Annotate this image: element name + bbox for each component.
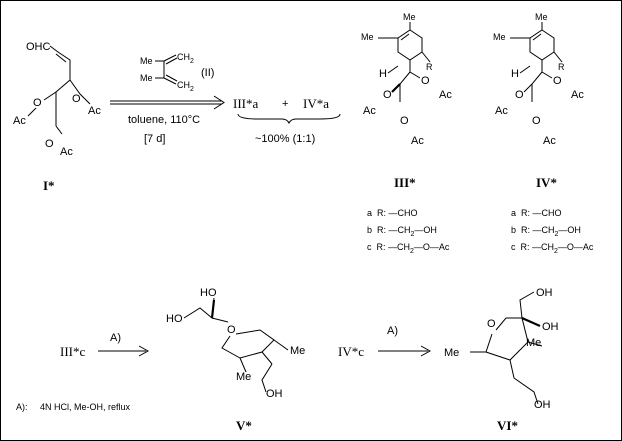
reaction-6-start: IV*c bbox=[338, 344, 364, 359]
c6-me-left: Me bbox=[444, 347, 459, 359]
compound-4-label: IV* bbox=[536, 175, 557, 190]
chain-bonds-2 bbox=[55, 79, 71, 126]
reaction-arrow-1 bbox=[110, 95, 225, 110]
c3-h: H bbox=[379, 68, 387, 80]
o-left: O bbox=[33, 97, 42, 109]
product-plus: + bbox=[282, 98, 288, 110]
c6-oh-top: OH bbox=[536, 287, 553, 299]
c5-me-bottom: Me bbox=[236, 371, 251, 383]
c4-r: R bbox=[558, 62, 565, 72]
double-bond-top bbox=[165, 57, 178, 65]
chain-bonds-1 bbox=[49, 45, 71, 80]
compound-4-structure: Me Me R H O Ac O Ac O Ac bbox=[493, 12, 584, 147]
c5-oh-bottom: OH bbox=[266, 388, 283, 400]
reagent-label: (II) bbox=[201, 67, 214, 79]
compound-6-label: VI* bbox=[497, 418, 518, 433]
reaction-5-start: III*c bbox=[60, 344, 85, 359]
c6-o-bridge: O bbox=[487, 318, 496, 330]
c3-r: R bbox=[426, 62, 433, 72]
svg-text:cR: —CH2—O—Ac: cR: —CH2—O—Ac bbox=[511, 242, 594, 255]
reagent-structure: Me Me CH2 CH2 (II) bbox=[140, 52, 214, 93]
c3-ac3: Ac bbox=[411, 135, 424, 147]
product-a2: IV*a bbox=[303, 96, 329, 111]
c5-o-bridge: O bbox=[227, 324, 236, 336]
reaction-arrow-6 bbox=[378, 345, 432, 357]
oac-bond-right bbox=[69, 79, 91, 105]
c3-o3: O bbox=[400, 115, 409, 127]
reagent-me-bottom: Me bbox=[140, 73, 153, 83]
reagent-me-top: Me bbox=[140, 56, 153, 66]
compound-1-structure: OHC O Ac O Ac O Ac bbox=[13, 41, 101, 158]
ac-bottom: Ac bbox=[60, 146, 73, 158]
aldehyde-label: OHC bbox=[26, 41, 51, 53]
c3-me-left: Me bbox=[361, 32, 374, 42]
reaction-6-condition: A) bbox=[387, 325, 398, 337]
c4-ac1: Ac bbox=[571, 89, 584, 101]
c4-o2: O bbox=[515, 89, 524, 101]
c3-o2: O bbox=[383, 89, 392, 101]
c3-ring bbox=[397, 29, 423, 61]
svg-text:bR: —CH2—OH: bR: —CH2—OH bbox=[511, 225, 581, 238]
oac-bond-left bbox=[43, 91, 57, 101]
c4-h: H bbox=[511, 68, 519, 80]
footnote-text: 4N HCl, Me-OH, reflux bbox=[40, 402, 131, 412]
reaction-arrow-5 bbox=[98, 345, 150, 357]
svg-text:cR: —CH2—O—Ac: cR: —CH2—O—Ac bbox=[367, 242, 450, 255]
double-bond-bottom bbox=[165, 74, 178, 82]
compound-3-label: III* bbox=[394, 175, 416, 190]
oac-bond-bottom bbox=[55, 125, 63, 135]
compound-1-label: I* bbox=[43, 178, 55, 193]
reaction-time: [7 d] bbox=[144, 133, 165, 145]
c6-me-right: Me bbox=[526, 337, 541, 349]
footnote-key: A): bbox=[16, 402, 28, 412]
o-bottom: O bbox=[45, 138, 54, 150]
compound-3-structure: Me Me R H O Ac O Ac O Ac bbox=[361, 12, 452, 147]
double-bond bbox=[55, 53, 67, 63]
compound-6-structure: OH OH O Me Me OH bbox=[444, 287, 559, 411]
product-brace bbox=[237, 113, 341, 125]
reagent-ch2-top: CH2 bbox=[177, 52, 194, 65]
bond-ch2-top bbox=[163, 54, 177, 62]
c6-oh-right: OH bbox=[542, 321, 559, 333]
c4-o1: O bbox=[553, 75, 562, 87]
svg-text:aR: —CHO: aR: —CHO bbox=[511, 208, 562, 218]
reaction-solvent: toluene, 110°C bbox=[128, 114, 200, 126]
c6-oh-bottom: OH bbox=[534, 399, 551, 411]
c4-ring bbox=[529, 29, 555, 61]
product-a1: III*a bbox=[233, 96, 258, 111]
svg-text:bR: —CH2—OH: bR: —CH2—OH bbox=[367, 225, 437, 238]
o-right: O bbox=[72, 93, 81, 105]
c4-ac3: Ac bbox=[543, 135, 556, 147]
c3-me-top: Me bbox=[403, 12, 416, 22]
compound-5-label: V* bbox=[236, 418, 252, 433]
reagent-ch2-bottom: CH2 bbox=[177, 80, 194, 93]
c3-ac1: Ac bbox=[439, 89, 452, 101]
bond-ch2-bottom bbox=[163, 77, 177, 85]
compound-5-structure: HO HO O Me Me OH bbox=[166, 287, 305, 400]
c4-me-left: Me bbox=[493, 32, 506, 42]
bond-ac-left bbox=[27, 107, 37, 117]
c5-me-right: Me bbox=[290, 345, 305, 357]
ac-left: Ac bbox=[13, 115, 26, 127]
c4-o3: O bbox=[532, 115, 541, 127]
ac-right: Ac bbox=[88, 105, 101, 117]
product-yield: ~100% (1:1) bbox=[255, 133, 315, 145]
c3-ac2: Ac bbox=[363, 105, 376, 117]
c5-ho-top: HO bbox=[200, 287, 217, 299]
c4-ac2: Ac bbox=[495, 105, 508, 117]
c4-me-top: Me bbox=[535, 12, 548, 22]
reaction-5-condition: A) bbox=[110, 332, 121, 344]
c3-o1: O bbox=[421, 75, 430, 87]
svg-text:aR: —CHO: aR: —CHO bbox=[367, 208, 418, 218]
c5-ho-left: HO bbox=[166, 313, 183, 325]
